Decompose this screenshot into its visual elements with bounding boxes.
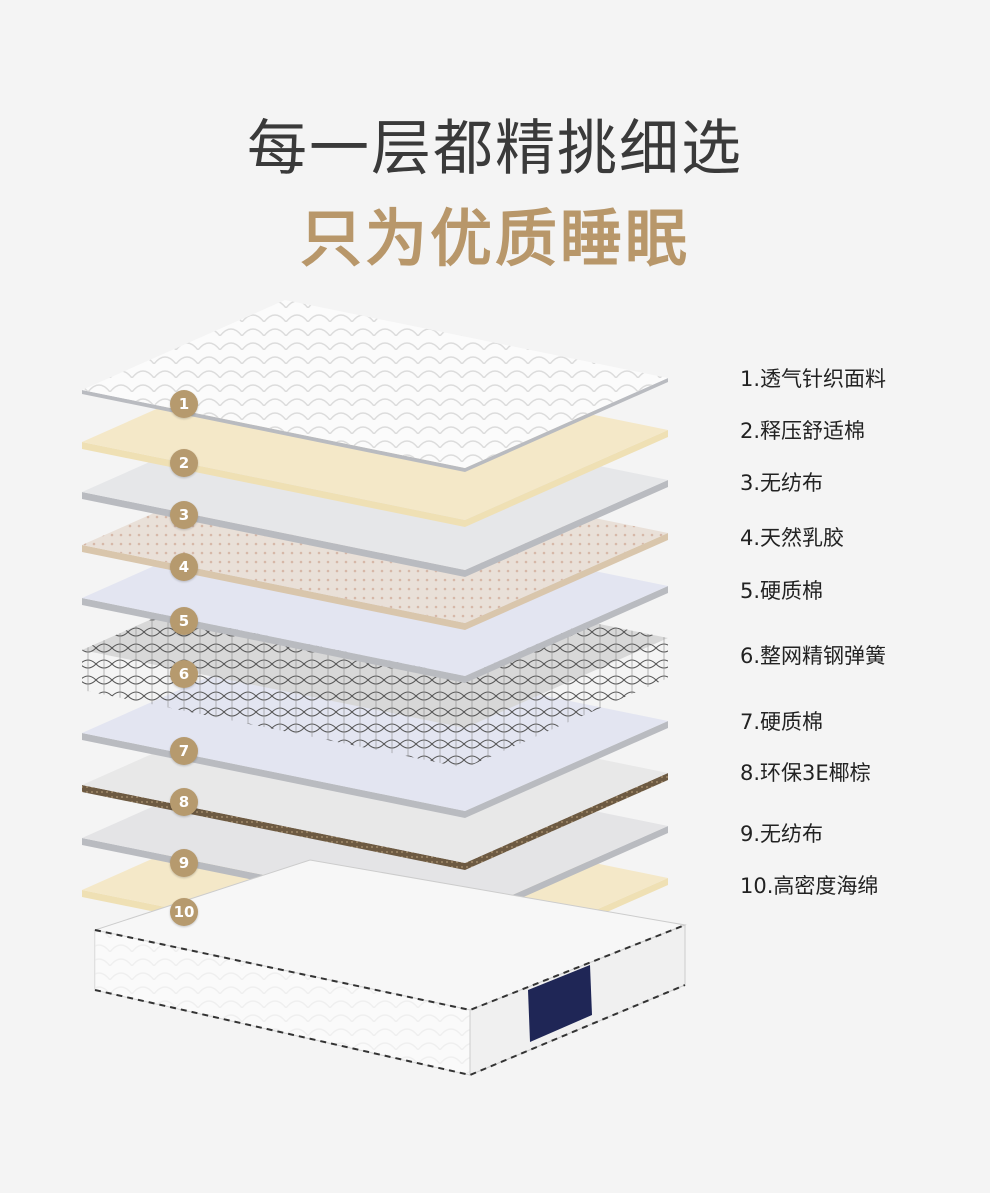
layer-label: 5.硬质棉 [740,579,824,603]
layer-number-badge: 1 [170,390,198,418]
layer-label: 10.高密度海绵 [740,874,879,898]
layer-label: 1.透气针织面料 [740,367,887,391]
brand-label-icon [528,965,592,1042]
layer-label: 4.天然乳胶 [740,526,845,550]
layer-1 [82,300,668,472]
layer-label: 3.无纺布 [740,471,824,495]
layer-number-badge: 3 [170,501,198,529]
layer-label: 2.释压舒适棉 [740,419,866,443]
layer-number-badge: 8 [170,788,198,816]
layer-number-badge: 9 [170,849,198,877]
layer-label: 8.环保3E椰棕 [740,761,871,785]
layer-number-badge: 10 [170,898,198,926]
layer-number-badge: 6 [170,660,198,688]
heading-line2: 只为优质睡眠 [299,202,690,275]
layer-label: 6.整网精钢弹簧 [740,644,887,668]
layer-number-badge: 4 [170,553,198,581]
layer-number-badge: 5 [170,607,198,635]
layer-label: 9.无纺布 [740,822,824,846]
layer-number-badge: 2 [170,449,198,477]
heading-line1: 每一层都精挑细选 [247,114,743,184]
layer-number-badge: 7 [170,737,198,765]
base-mattress [93,859,687,1077]
layer-label: 7.硬质棉 [740,710,824,734]
